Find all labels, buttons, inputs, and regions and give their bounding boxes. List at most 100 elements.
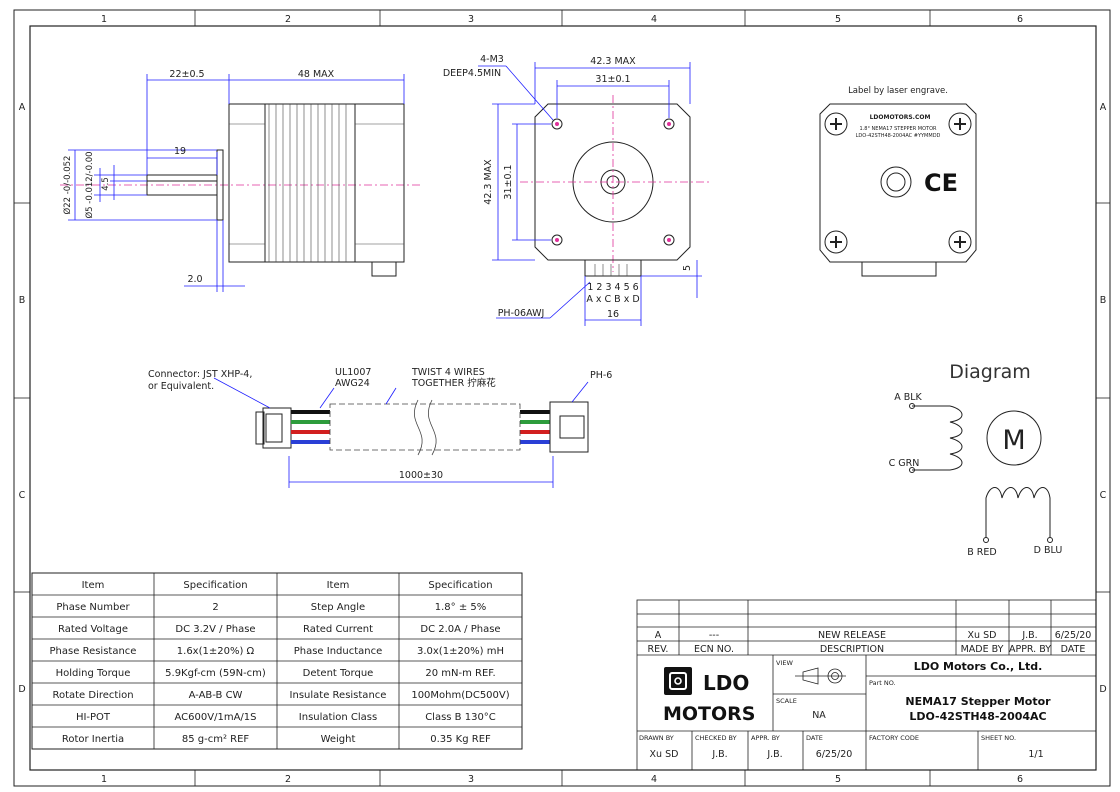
spec-cell: 1.8° ± 5% xyxy=(435,602,487,613)
zone-ticks xyxy=(14,10,1110,786)
spec-cell: Rated Current xyxy=(303,624,373,635)
spec-cell: 3.0x(1±20%) mH xyxy=(417,646,504,657)
spec-cell: A-AB-B CW xyxy=(189,690,243,701)
spec-cell: 1.6x(1±20%) Ω xyxy=(177,646,255,657)
motor-symbol: M xyxy=(1002,425,1025,456)
pin-numbers: 1 2 3 4 5 6 xyxy=(587,282,638,293)
sheet-value: 1/1 xyxy=(1028,749,1043,760)
spec-cell: 85 g-cm² REF xyxy=(182,734,250,745)
part-number: LDO-42STH48-2004AC xyxy=(909,710,1046,723)
ecn-value: --- xyxy=(709,630,719,641)
spec-cell: Insulate Resistance xyxy=(290,690,387,701)
holes-depth: DEEP4.5MIN xyxy=(443,68,501,79)
cable-assembly: Connector: JST XHP-4, or Equivalent. UL1… xyxy=(148,367,612,488)
zone-labels: 1 2 3 4 5 6 1 2 3 4 5 6 A B C D A B C D xyxy=(18,14,1106,785)
title-block xyxy=(636,599,1097,771)
dim-front-height: 42.3 MAX xyxy=(483,159,494,205)
rev-value: A xyxy=(655,630,662,641)
row-label: B xyxy=(1100,295,1107,306)
spec-header-cell: Item xyxy=(82,580,105,591)
spec-header-cell: Specification xyxy=(183,580,247,591)
spec-cell: Class B 130°C xyxy=(425,712,496,723)
spec-cell: DC 2.0A / Phase xyxy=(420,624,500,635)
spec-header-cell: Specification xyxy=(428,580,492,591)
dim-body-length: 48 MAX xyxy=(298,69,335,80)
title-block-text: VIEW SCALE NA LDO Motors Co., Ltd. Part … xyxy=(639,659,1051,760)
label-brand: LDOMOTORS.COM xyxy=(870,114,931,121)
factory-code-label: FACTORY CODE xyxy=(869,734,919,742)
coil-a-label: A BLK xyxy=(894,392,922,403)
label-view: Label by laser engrave. LDOMOTORS.COM 1.… xyxy=(819,86,977,277)
col-label: 6 xyxy=(1017,14,1023,25)
coil-c-label: C GRN xyxy=(889,458,920,469)
side-view: 22±0.5 48 MAX 19 Ø22 -0/-0.052 Ø5 -0.012… xyxy=(60,69,420,292)
scale-value: NA xyxy=(812,710,826,721)
date-value: 6/25/20 xyxy=(816,749,853,760)
appr-by-value: J.B. xyxy=(766,749,782,760)
col-label: 5 xyxy=(835,774,841,785)
diagram-title: Diagram xyxy=(949,361,1031,383)
spec-header-cell: Item xyxy=(327,580,350,591)
dim-hole-pitch-h: 31±0.1 xyxy=(595,74,630,85)
spec-cell: 2 xyxy=(212,602,218,613)
spec-cell: Phase Number xyxy=(56,602,130,613)
rev-appr-by: J.B. xyxy=(1021,630,1037,641)
holes-label: 4-M3 xyxy=(480,54,504,65)
spec-table: Item Specification Item SpecificationPhase … xyxy=(31,572,523,750)
date-header: DATE xyxy=(1061,644,1086,655)
logo-text-ldo: LDO xyxy=(703,671,749,695)
connector-label: PH-06AWJ xyxy=(498,308,545,319)
row-label: C xyxy=(1100,490,1107,501)
label-line1: 1.8° NEMA17 STEPPER MOTOR xyxy=(860,126,938,132)
mount-hole xyxy=(551,118,675,246)
part-no-label: Part NO. xyxy=(869,679,896,687)
row-label: A xyxy=(1100,102,1107,113)
description-header: DESCRIPTION xyxy=(820,644,884,655)
checked-by-label: CHECKED BY xyxy=(695,734,737,742)
coil-b-label: B RED xyxy=(967,547,996,558)
drawn-by-label: DRAWN BY xyxy=(639,734,674,742)
spec-cell: Phase Inductance xyxy=(294,646,383,657)
ecn-header: ECN NO. xyxy=(694,644,734,655)
dim-pilot-diameter: Ø22 -0/-0.052 xyxy=(62,156,73,215)
ce-mark: CE xyxy=(924,169,958,197)
dim-flange: 2.0 xyxy=(187,274,202,285)
row-label: D xyxy=(1099,684,1106,695)
logo-text-motors: MOTORS xyxy=(663,703,756,725)
connector-right-label: PH-6 xyxy=(590,370,612,381)
dim-connector-offset: 5 xyxy=(682,265,693,271)
col-label: 5 xyxy=(835,14,841,25)
spec-cell: Rotate Direction xyxy=(52,690,133,701)
row-label: D xyxy=(18,684,25,695)
spec-cell: Rated Voltage xyxy=(58,624,128,635)
row-label: B xyxy=(19,295,26,306)
spec-cell: Phase Resistance xyxy=(50,646,137,657)
col-label: 3 xyxy=(468,14,474,25)
made-by-header: MADE BY xyxy=(961,644,1004,655)
part-name: NEMA17 Stepper Motor xyxy=(905,695,1051,708)
rev-date: 6/25/20 xyxy=(1055,630,1092,641)
connector-left-label-2: or Equivalent. xyxy=(148,381,214,392)
front-view: 4-M3 DEEP4.5MIN 42.3 MAX 31±0.1 42.3 MAX… xyxy=(443,54,712,326)
rev-made-by: Xu SD xyxy=(968,630,997,641)
col-label: 3 xyxy=(468,774,474,785)
col-label: 6 xyxy=(1017,774,1023,785)
twist-note: TWIST 4 WIRES xyxy=(411,367,485,378)
spec-cell: Rotor Inertia xyxy=(62,734,124,745)
company-logo: LDO MOTORS xyxy=(663,667,756,725)
scale-label: SCALE xyxy=(776,697,797,705)
col-label: 1 xyxy=(101,14,107,25)
connector-left-label: Connector: JST XHP-4, xyxy=(148,369,252,380)
pin-letters: A x C B x D xyxy=(586,294,639,305)
dim-flat-length: 19 xyxy=(174,146,186,157)
spec-cell: 100Mohm(DC500V) xyxy=(411,690,509,701)
col-label: 4 xyxy=(651,774,657,785)
dim-front-width: 42.3 MAX xyxy=(590,56,636,67)
appr-by-label: APPR. BY xyxy=(751,734,780,742)
spec-cell: Step Angle xyxy=(311,602,365,613)
spec-cell: Insulation Class xyxy=(299,712,377,723)
dim-shaft-diameter: Ø5 -0.012/-0.00 xyxy=(84,151,95,218)
dim-flat: 4.5 xyxy=(101,177,111,191)
company-name: LDO Motors Co., Ltd. xyxy=(914,660,1043,673)
